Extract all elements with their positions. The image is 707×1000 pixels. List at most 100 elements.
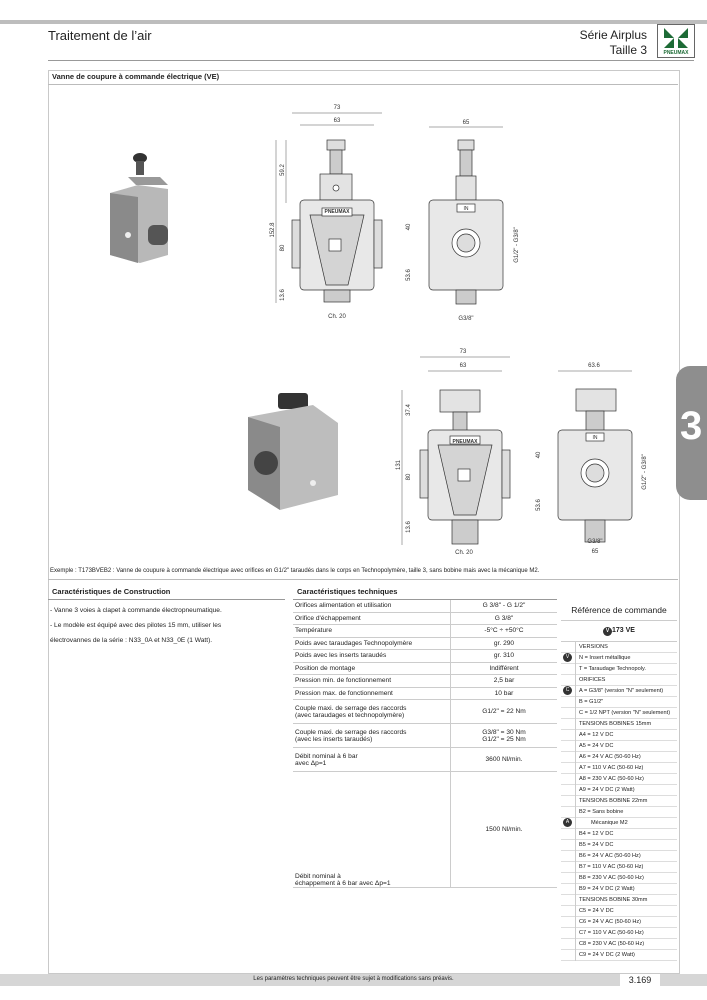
version-marker-icon: V	[603, 627, 613, 636]
tech-row: Orifice d'échappement G 3/8"	[293, 612, 557, 625]
dim-width-63-bottom: 63	[460, 363, 467, 369]
tech-label: Orifice d'échappement	[293, 612, 451, 625]
tech-value-text: G 3/8" - G 1/2"	[482, 602, 526, 610]
dim-height-13-bottom: 13.6	[406, 521, 412, 533]
order-option-row: C7 = 110 V AC (50-60 Hz)	[561, 928, 677, 939]
in-label-top: IN	[464, 206, 469, 212]
tech-label-text: Couple maxi. de serrage des raccords	[295, 728, 407, 736]
tech-label-text: Orifices alimentation et utilisation	[295, 602, 392, 610]
tech-label: Orifices alimentation et utilisation	[293, 600, 451, 613]
order-option-row: C8 = 230 V AC (50-60 Hz)	[561, 939, 677, 950]
tech-label: Température	[293, 624, 451, 638]
order-option-row: TENSIONS BOBINE 30mm	[561, 895, 677, 906]
side-view-top	[428, 139, 504, 305]
v-marker-icon: V	[563, 653, 572, 662]
order-option-row: A5 = 24 V DC	[561, 741, 677, 752]
in-label-bottom: IN	[593, 435, 598, 441]
front-brand-label-bottom: PNEUMAX	[452, 439, 478, 445]
technical-table: Orifices alimentation et utilisation G 3/…	[293, 600, 557, 888]
construction-list: - Vanne 3 voies à clapet à commande élec…	[50, 603, 282, 648]
tech-label-text: (avec taraudages et technopolymère)	[295, 711, 405, 719]
order-option-row: B9 = 24 V DC (2 Watt)	[561, 884, 677, 895]
header-divider	[48, 60, 694, 61]
page-number: 3.169	[620, 974, 660, 986]
tech-label-text: Couple maxi. de serrage des raccords	[295, 704, 407, 712]
order-option-row: B7 = 110 V AC (50-60 Hz)	[561, 862, 677, 873]
dim-height-40-top: 40	[406, 223, 412, 230]
order-option-row: C = 1/2 NPT (version "N" seulement)	[561, 708, 677, 719]
tech-label-text: Débit nominal à 6 bar	[295, 752, 358, 760]
side-view-bottom	[557, 388, 633, 543]
order-option-row: B4 = 12 V DC	[561, 829, 677, 840]
order-option-row: TENSIONS BOBINES 15mm	[561, 719, 677, 730]
dim-width-65-bottom: 65	[592, 549, 599, 555]
tech-value-text: gr. 310	[493, 652, 515, 660]
front-view-top	[291, 139, 383, 303]
dim-hex-bottom: Ch. 20	[455, 550, 473, 556]
tech-value: gr. 310	[450, 649, 557, 663]
front-view-bottom	[419, 389, 511, 545]
tech-value: gr. 290	[450, 637, 557, 650]
tech-row: Poids avec les inserts taraudés gr. 310	[293, 649, 557, 663]
order-option-row: B5 = 24 V DC	[561, 840, 677, 851]
order-option-row: B2 = Sans bobine	[561, 807, 677, 818]
order-option-row: B6 = 24 V AC (50-60 Hz)	[561, 851, 677, 862]
example-divider	[48, 579, 678, 580]
tech-label: Couple maxi. de serrage des raccords(ave…	[293, 699, 451, 724]
port-size-bottom: G1/2" - G3/8"	[642, 454, 648, 490]
tech-value-text: G1/2" = 22 Nm	[482, 708, 526, 715]
order-option-row: TENSIONS BOBINE 22mm	[561, 796, 677, 807]
tech-row: Pression max. de fonctionnement 10 bar	[293, 687, 557, 700]
tech-value-text: G3/8" = 30 Nm	[482, 728, 526, 736]
order-option-row: Mécanique M2	[561, 818, 677, 829]
technical-heading-rule	[293, 599, 557, 600]
tech-label-text: Orifice d'échappement	[295, 614, 361, 622]
construction-heading-rule	[48, 599, 285, 600]
tech-value: 10 bar	[450, 687, 557, 700]
tech-label: Poids avec taraudages Technopolymère	[293, 637, 451, 650]
exhaust-size-top: G3/8"	[458, 316, 473, 322]
tech-value: G 3/8" - G 1/2"	[450, 600, 557, 613]
tech-value: Indifférent	[450, 662, 557, 675]
order-option-row: B8 = 230 V AC (50-60 Hz)	[561, 873, 677, 884]
tech-label-text: échappement à 6 bar avec Δp=1	[295, 880, 391, 887]
order-reference-title: Référence de commande	[561, 600, 677, 621]
order-option-row: A8 = 230 V AC (50-60 Hz)	[561, 774, 677, 785]
tech-value: G 3/8"	[450, 612, 557, 625]
tech-value-text: G1/2" = 25 Nm	[482, 735, 526, 743]
order-option-row: A = G3/8" (version "N" seulement)	[561, 686, 677, 697]
series-size: Taille 3	[609, 43, 647, 57]
technical-drawing: 73 63 65 152.8 59.2 80 13.6 Ch. 20 PNEUM…	[110, 105, 648, 556]
order-options-divider	[575, 642, 576, 961]
tech-value-text: gr. 290	[493, 639, 515, 647]
tech-label-text: Pression max. de fonctionnement	[295, 689, 393, 697]
tech-value-text: 1500 Nl/min.	[485, 826, 523, 833]
dim-width-63-6-bottom: 63.6	[588, 363, 600, 369]
tech-value-text: G 3/8"	[494, 614, 514, 622]
tech-value-text: 2,5 bar	[493, 677, 515, 685]
logo-mark-icon	[664, 28, 688, 48]
order-code-text: 173 VE	[612, 627, 635, 634]
tech-value: 3600 Nl/min.	[450, 747, 557, 772]
tech-value: G1/2" = 22 Nm	[450, 699, 557, 724]
footer-bar	[0, 974, 707, 986]
dim-height-40-bottom: 40	[536, 451, 542, 458]
tech-label: Position de montage	[293, 662, 451, 675]
tech-label-text: avec Δp=1	[295, 759, 327, 767]
order-option-row: C5 = 24 V DC	[561, 906, 677, 917]
order-option-row: ORIFICES	[561, 675, 677, 686]
dim-height-53-bottom: 53.6	[536, 499, 542, 511]
port-size-top: G1/2" - G3/8"	[514, 227, 520, 263]
tech-label: Poids avec les inserts taraudés	[293, 649, 451, 663]
tech-row: Couple maxi. de serrage des raccords(ave…	[293, 699, 557, 724]
dim-height-13-top: 13.6	[280, 289, 286, 301]
